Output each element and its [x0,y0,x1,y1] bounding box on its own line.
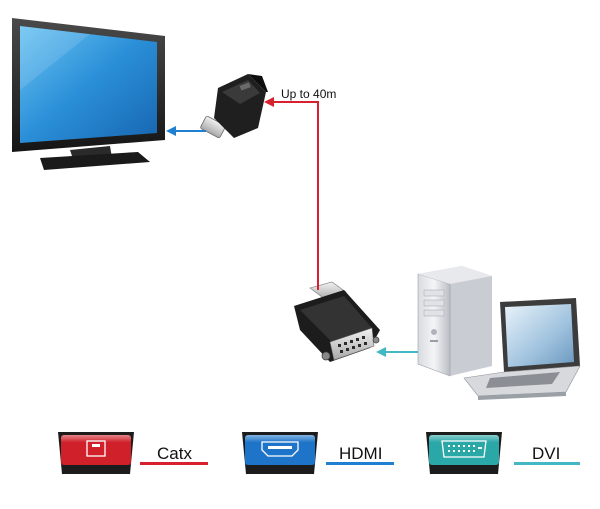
legend-label: Catx [157,444,192,463]
legend-badge-label: HDMI [270,473,290,482]
legend-item-dvi: DVI DVI [426,432,580,482]
rj45-port-icon [86,440,106,457]
legend-item-catx: Catx Catx [58,432,208,482]
laptop-icon [463,298,581,400]
hdmi-port-icon [261,441,299,457]
legend-badge-label: Catx [87,473,105,482]
distance-label: Up to 40m [281,87,336,101]
dvi-cable [376,347,418,357]
catx-cable [264,97,319,290]
legend-label: DVI [532,444,560,463]
monitor-icon [12,18,165,170]
legend-badge-label: DVI [457,473,470,482]
hdmi-cable [166,126,206,136]
legend-item-hdmi: HDMI HDMI [242,432,394,482]
dvi-port-icon [441,440,487,458]
legend-label: HDMI [339,444,382,463]
dvi-transmitter-icon [294,281,380,362]
legend: Catx Catx HDMI HDMI [58,432,580,482]
hdmi-receiver-icon [200,74,268,139]
pc-tower-icon [417,266,492,377]
